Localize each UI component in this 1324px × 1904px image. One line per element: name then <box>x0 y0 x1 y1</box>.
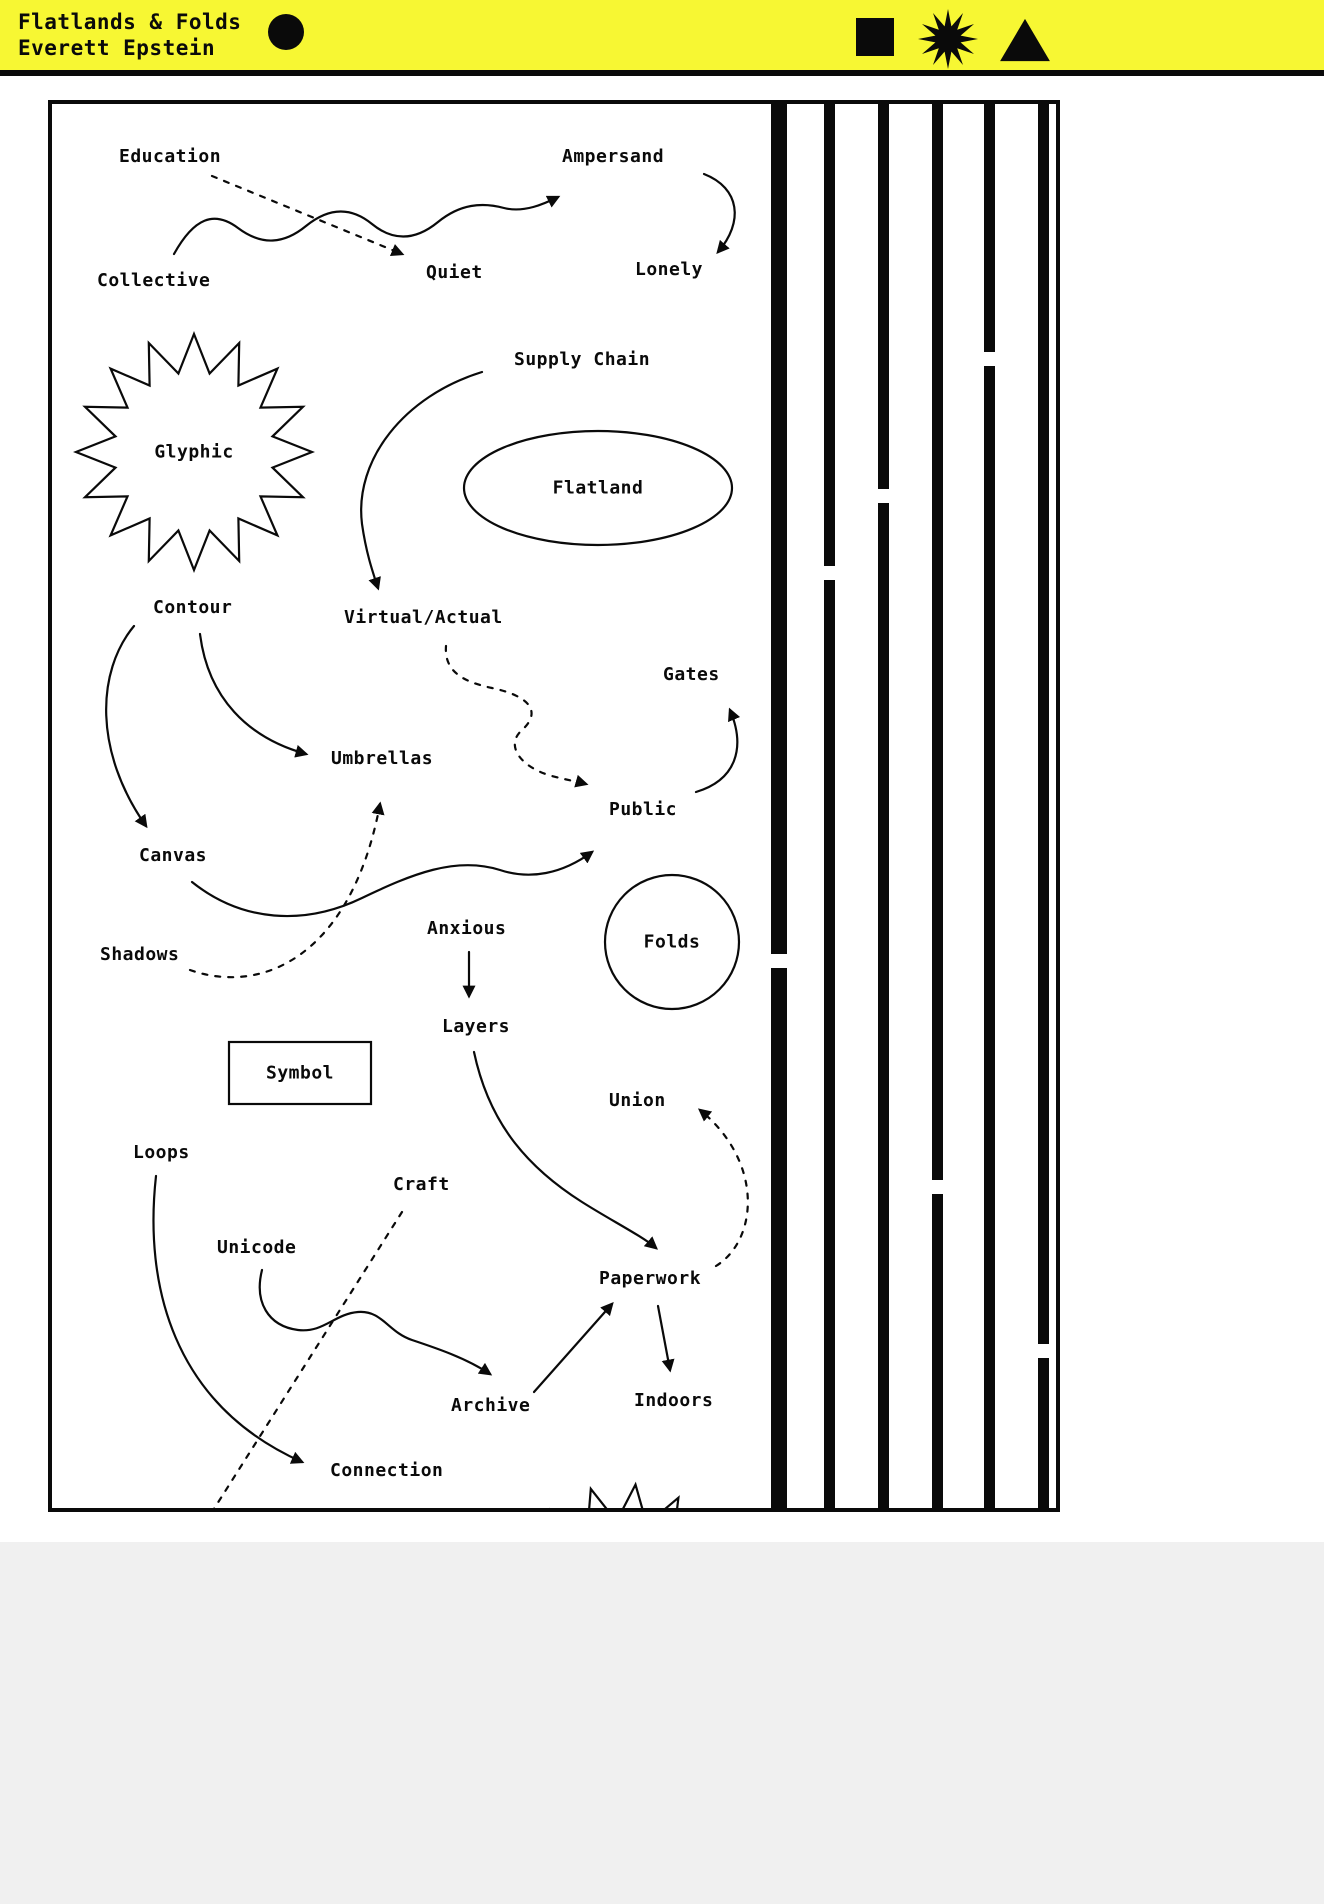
node-anxious: Anxious <box>427 918 507 939</box>
stripe-3 <box>878 104 889 489</box>
node-paperwork: Paperwork <box>599 1268 702 1289</box>
node-folds: Folds <box>643 931 701 953</box>
stripe-5b <box>984 366 995 1508</box>
node-lonely: Lonely <box>635 259 704 280</box>
node-glyphic: Glyphic <box>154 441 234 463</box>
node-ampersand: Ampersand <box>562 146 665 167</box>
node-contour: Contour <box>153 597 233 618</box>
node-union: Union <box>609 1090 666 1111</box>
node-loops: Loops <box>133 1142 190 1163</box>
node-public: Public <box>609 799 678 820</box>
node-virtual-actual: Virtual/Actual <box>344 607 503 628</box>
node-gates: Gates <box>663 664 720 685</box>
edge-contour-canvas <box>105 624 148 829</box>
edge-virtualactual-public <box>444 644 589 788</box>
edge-archive-paperwork <box>532 1302 614 1394</box>
edge-education-quiet <box>210 174 405 257</box>
edge-layers-paperwork <box>472 1050 658 1250</box>
node-education: Education <box>119 146 222 167</box>
node-layers: Layers <box>442 1016 511 1037</box>
stripe-5 <box>984 104 995 352</box>
stripe-4b <box>932 1194 943 1508</box>
node-canvas: Canvas <box>139 845 208 866</box>
below-fold-area <box>0 1542 1324 1904</box>
node-supply-chain: Supply Chain <box>514 349 651 370</box>
node-unicode: Unicode <box>217 1237 297 1258</box>
stripe-4 <box>932 104 943 1180</box>
edge-paperwork-union <box>697 1108 749 1268</box>
edge-unicode-archive <box>258 1268 493 1376</box>
node-quiet: Quiet <box>426 262 483 283</box>
edge-canvas-public <box>190 850 595 918</box>
stripe-1 <box>771 104 787 954</box>
title-line2: Everett Epstein <box>18 36 216 61</box>
stripe-1b <box>771 968 787 1508</box>
node-collective: Collective <box>97 270 211 291</box>
stripe-column <box>771 104 1049 1508</box>
node-connection: Connection <box>330 1460 444 1481</box>
glyphic-starburst-shape <box>73 331 315 573</box>
node-shadows: Shadows <box>100 944 180 965</box>
title-line1: Flatlands & Folds <box>18 10 242 34</box>
starburst-icon[interactable] <box>916 7 980 71</box>
edge-collective-ampersand <box>172 195 561 256</box>
node-indoors: Indoors <box>634 1390 714 1411</box>
circle-icon[interactable] <box>268 14 304 50</box>
bottom-starburst-shape <box>549 1481 680 1508</box>
stripe-3b <box>878 503 889 1508</box>
symbol-rectangle-shape <box>227 1040 373 1106</box>
node-umbrellas: Umbrellas <box>331 748 434 769</box>
stripe-6 <box>1038 104 1049 1344</box>
stripe-6b <box>1038 1358 1049 1508</box>
stripe-2b <box>824 580 835 1508</box>
node-archive: Archive <box>451 1395 531 1416</box>
edge-public-gates <box>694 707 741 794</box>
edge-paperwork-indoors <box>656 1304 675 1373</box>
artwork-frame: Education Ampersand Collective Quiet Lon… <box>48 100 1060 1512</box>
diagram-canvas <box>73 104 1049 1508</box>
edge-shadows-umbrellas <box>188 801 385 979</box>
folds-circle-shape <box>603 873 741 1011</box>
edge-ampersand-lonely <box>702 172 736 254</box>
triangle-icon[interactable] <box>998 17 1052 63</box>
edge-contour-umbrellas <box>198 632 309 758</box>
node-craft: Craft <box>393 1174 450 1195</box>
flatland-ellipse-shape <box>462 429 734 547</box>
stripe-2 <box>824 104 835 566</box>
node-flatland: Flatland <box>552 477 644 499</box>
node-symbol: Symbol <box>265 1062 335 1084</box>
edge-supplychain-virtualactual <box>360 370 484 591</box>
edge-loops-connection <box>152 1174 305 1464</box>
square-icon[interactable] <box>856 18 894 56</box>
